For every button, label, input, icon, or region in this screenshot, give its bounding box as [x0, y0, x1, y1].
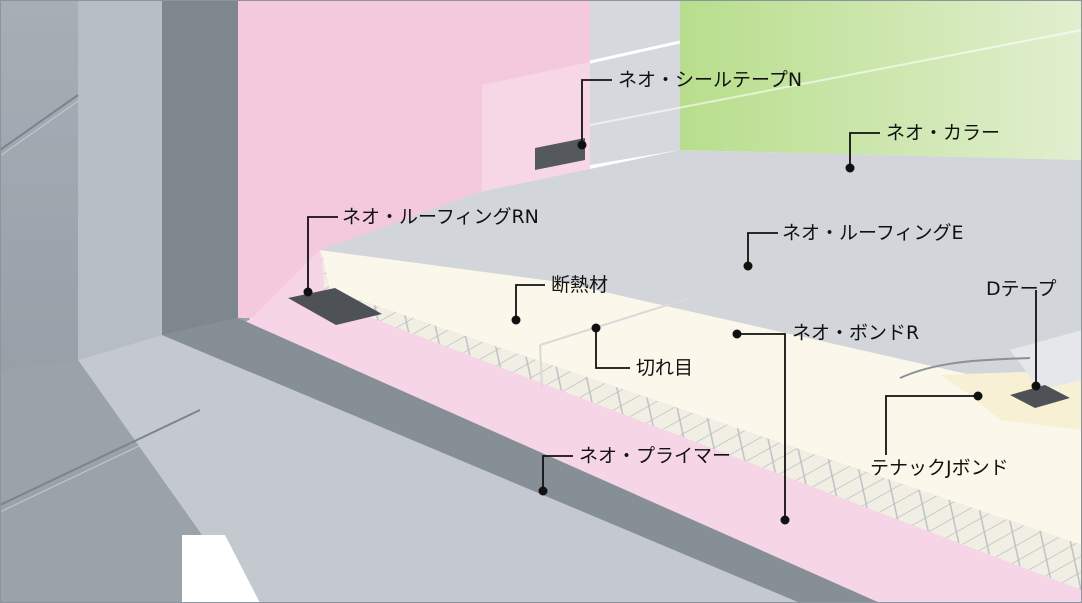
- parapet-groove: [0, 94, 79, 151]
- label-seal-tape: ネオ・シールテープN: [618, 69, 803, 91]
- right-sheet: [1010, 330, 1082, 390]
- label-color: ネオ・カラー: [886, 122, 1001, 144]
- cap-edge: [589, 40, 681, 64]
- primer-wall: [238, 0, 590, 318]
- leader-dot: [1031, 381, 1041, 391]
- leader-insulation: [515, 284, 545, 320]
- leader-lines: [307, 79, 1037, 520]
- wire: [899, 357, 1031, 379]
- leader-cut: [595, 328, 630, 369]
- label-cut: 切れ目: [636, 357, 694, 379]
- leader-dot: [511, 315, 521, 325]
- white-gap: [182, 535, 260, 603]
- leader-bond-r: [737, 333, 786, 520]
- slab-groove: [0, 409, 201, 506]
- concrete-slab-dark: [162, 318, 880, 603]
- insulation-cut: [539, 344, 543, 389]
- leader-dots: [303, 140, 1041, 525]
- label-tenack-bond: テナックJボンド: [870, 457, 1009, 479]
- insulation-top: [320, 250, 1082, 545]
- label-insulation: 断熱材: [551, 274, 609, 296]
- concrete-slab-top: [78, 335, 800, 603]
- parapet-cap-grey: [590, 0, 680, 165]
- parapet-face-mid: [78, 0, 162, 360]
- parapet-groove: [0, 100, 79, 157]
- label-bond-r: ネオ・ボンドR: [792, 322, 920, 344]
- insulation-cut: [539, 297, 691, 346]
- label-primer: ネオ・プライマー: [579, 445, 732, 467]
- leader-dot: [845, 163, 855, 173]
- leader-dot: [303, 287, 313, 297]
- leader-color: [849, 132, 880, 168]
- slab-groove: [0, 416, 201, 513]
- leader-dot: [743, 261, 753, 271]
- d-tape-piece: [1010, 385, 1070, 408]
- leader-roofing-rn: [307, 216, 338, 292]
- cap-edge: [589, 29, 1082, 126]
- insulation-side: [322, 252, 1082, 590]
- roofing-e-sheet: [320, 150, 1082, 380]
- leader-dot: [732, 329, 742, 339]
- seal-tape-piece: [535, 138, 585, 170]
- leader-dot: [973, 391, 983, 401]
- green-topcoat-wall: [680, 0, 1082, 160]
- leader-dot: [538, 486, 548, 496]
- roofing-rn-piece: [288, 288, 382, 325]
- label-roofing-rn: ネオ・ルーフィングRN: [342, 206, 539, 228]
- leader-dot: [780, 515, 790, 525]
- label-roofing-e: ネオ・ルーフィングE: [782, 222, 964, 244]
- leader-seal-tape: [581, 79, 612, 145]
- parapet-face-dark: [162, 0, 238, 335]
- label-d-tape: Dテープ: [986, 278, 1057, 300]
- leader-roofing-e: [747, 232, 778, 266]
- leader-primer: [542, 455, 573, 491]
- leader-dot: [577, 140, 587, 150]
- leader-dot: [591, 323, 601, 333]
- leader-tenack: [885, 395, 978, 455]
